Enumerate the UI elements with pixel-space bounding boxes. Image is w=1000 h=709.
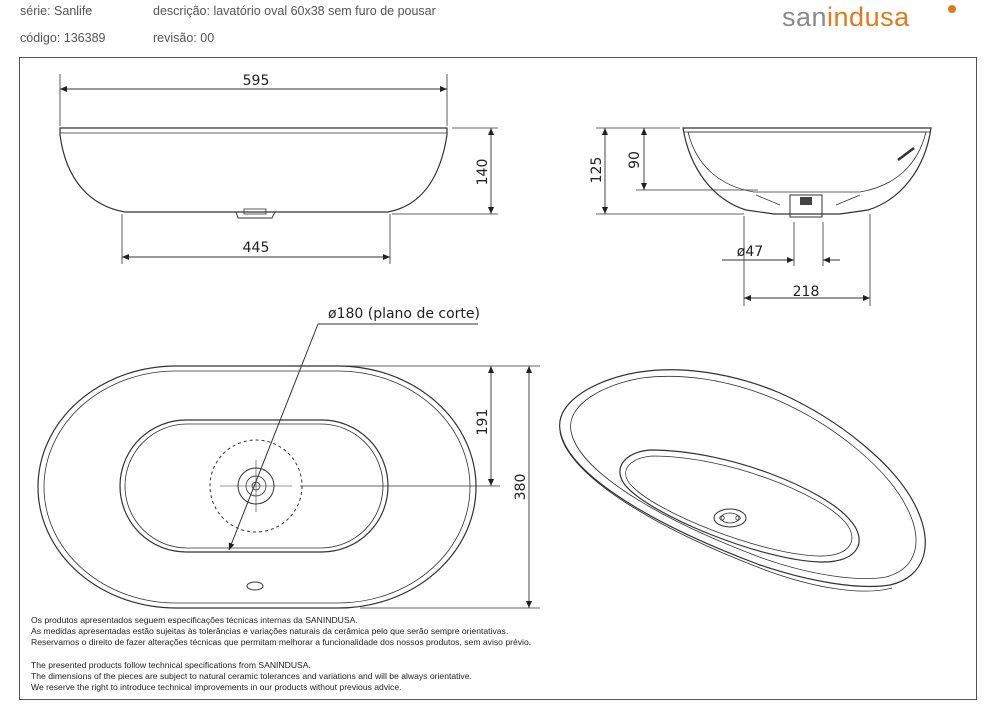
descricao-label: descrição: lavatório oval 60x38 sem furo… <box>153 4 436 18</box>
brand-logo: sanindusa <box>782 2 910 33</box>
codigo-label: código: 136389 <box>20 31 106 45</box>
plan-overflow <box>246 581 264 591</box>
basin-front-outline <box>59 127 448 213</box>
dim-depth-inner: 90 <box>627 151 643 169</box>
perspective-outer <box>559 369 926 588</box>
dim-half-width: 218 <box>793 284 820 300</box>
section-drain-body <box>789 194 823 218</box>
drain-front <box>235 211 276 219</box>
note-en-line: The dimensions of the pieces are subject… <box>31 671 472 682</box>
drawing-frame <box>19 57 977 700</box>
dim-top-width: 595 <box>243 73 270 89</box>
plan-outer-oval <box>37 365 477 609</box>
note-pt-line: Os produtos apresentados seguem especifi… <box>31 615 358 625</box>
front-elevation <box>59 74 498 264</box>
notes-english: The presented products follow technical … <box>31 660 472 694</box>
plan-view <box>37 323 540 609</box>
section-inner <box>687 131 927 193</box>
perspective-view <box>559 369 926 592</box>
section-outer <box>682 127 932 215</box>
dim-height-front: 140 <box>475 159 491 186</box>
serie-label: série: Sanlife <box>20 4 93 18</box>
note-pt-line: Reservamos o direito de fazer alterações… <box>31 637 532 648</box>
dim-half-depth: 191 <box>475 409 491 436</box>
perspective-drain <box>713 508 747 528</box>
note-pt-line: As medidas apresentadas estão sujeitas à… <box>31 626 509 637</box>
logo-mark-icon <box>948 5 956 13</box>
note-en-line: The presented products follow technical … <box>31 660 311 670</box>
logo-part-1: san <box>782 2 828 32</box>
dim-drain-diameter: ø47 <box>737 244 763 260</box>
section-view <box>596 127 932 306</box>
dim-height-section: 125 <box>589 157 605 184</box>
perspective-inner-bowl <box>619 449 860 563</box>
dim-bottom-width: 445 <box>243 240 270 256</box>
dim-depth-plan: 380 <box>513 474 529 501</box>
note-en-line: We reserve the right to introduce techni… <box>31 682 402 693</box>
revisao-label: revisão: 00 <box>153 31 215 45</box>
logo-part-2: indusa <box>827 2 910 32</box>
dim-cut-plane: ø180 (plano de corte) <box>328 306 480 322</box>
notes-portuguese: Os produtos apresentados seguem especifi… <box>31 615 531 649</box>
